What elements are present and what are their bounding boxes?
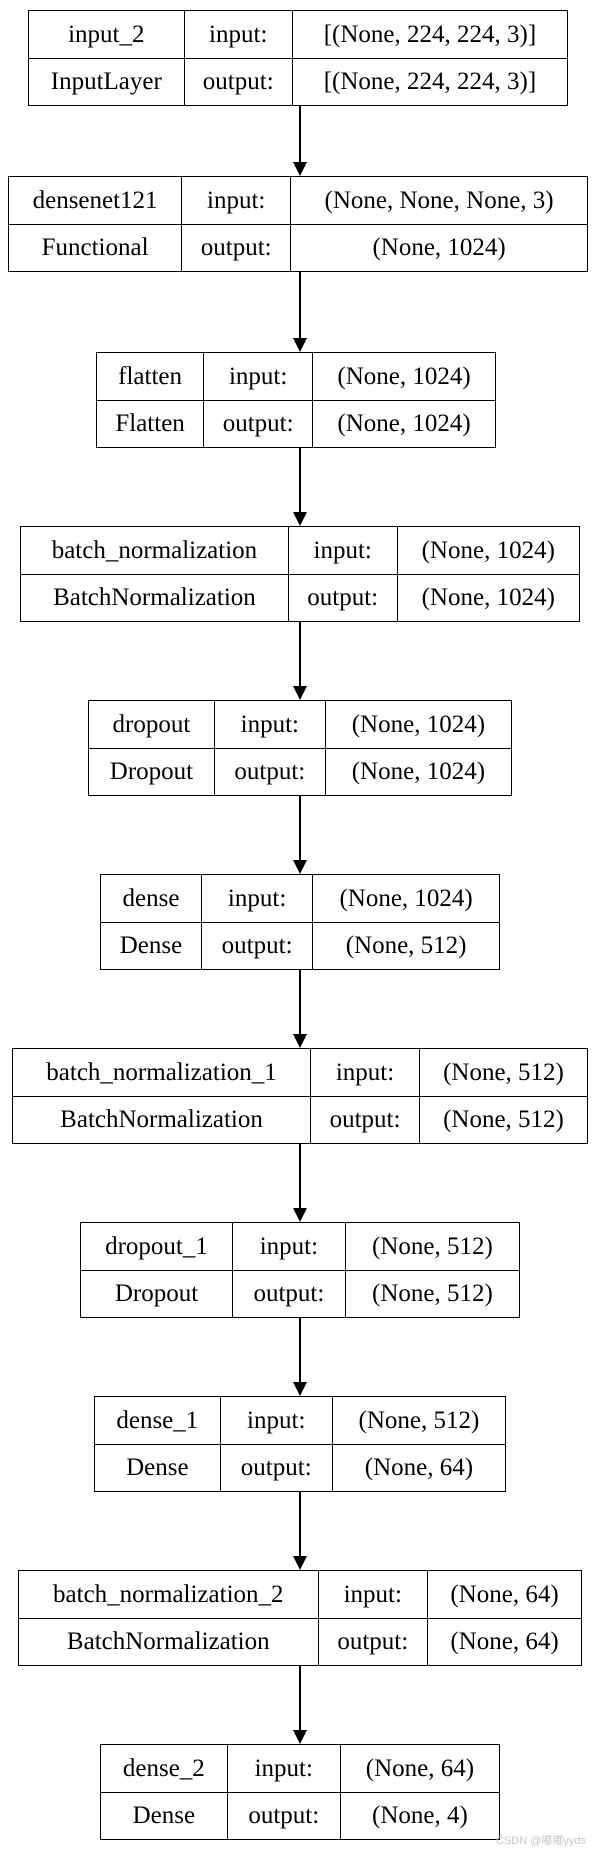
input-shape: (None, None, None, 3) <box>290 177 587 225</box>
output-label: output: <box>219 1443 333 1491</box>
output-shape: (None, 4) <box>339 1791 499 1839</box>
input-label: input: <box>183 11 293 59</box>
edge-arrowhead-2 <box>293 512 307 526</box>
output-shape: (None, 512) <box>312 921 499 969</box>
output-shape: (None, 64) <box>427 1617 581 1665</box>
output-label: output: <box>231 1269 346 1317</box>
input-shape: (None, 64) <box>339 1745 499 1793</box>
input-label: input: <box>310 1049 420 1097</box>
layer-type: BatchNormalization <box>21 573 289 621</box>
layer-type: Dense <box>101 1791 228 1839</box>
edge-arrowhead-9 <box>293 1730 307 1744</box>
layer-name: batch_normalization_1 <box>13 1049 312 1097</box>
layer-type: Dense <box>101 921 202 969</box>
input-label: input: <box>226 1745 341 1793</box>
edge-arrowhead-1 <box>293 338 307 352</box>
output-shape: (None, 512) <box>418 1095 587 1143</box>
input-shape: (None, 1024) <box>312 875 499 923</box>
layer-type: Dense <box>95 1443 221 1491</box>
edge-arrowhead-8 <box>293 1556 307 1570</box>
output-label: output: <box>200 921 314 969</box>
watermark: CSDN @嘟嘟yyds <box>496 1835 587 1847</box>
output-label: output: <box>181 223 292 271</box>
input-shape: (None, 512) <box>418 1049 587 1097</box>
layer-type: Flatten <box>97 399 205 447</box>
input-shape: (None, 512) <box>331 1397 505 1445</box>
edge-arrowhead-4 <box>293 860 307 874</box>
input-label: input: <box>181 177 292 225</box>
layer-type: InputLayer <box>29 57 185 105</box>
output-label: output: <box>287 573 398 621</box>
layer-name: input_2 <box>29 11 185 59</box>
layer-name: flatten <box>97 353 205 401</box>
layer-name: batch_normalization <box>21 527 289 575</box>
input-label: input: <box>203 353 314 401</box>
input-shape: (None, 1024) <box>396 527 579 575</box>
output-shape: (None, 512) <box>344 1269 519 1317</box>
layer-type: Dropout <box>89 747 215 795</box>
layer-name: dropout <box>89 701 215 749</box>
input-shape: (None, 1024) <box>312 353 495 401</box>
output-label: output: <box>226 1791 341 1839</box>
edge-arrowhead-7 <box>293 1382 307 1396</box>
edge-arrowhead-5 <box>293 1034 307 1048</box>
layer-name: batch_normalization_2 <box>19 1571 319 1619</box>
layer-type: Functional <box>9 223 183 271</box>
input-shape: (None, 1024) <box>324 701 511 749</box>
input-label: input: <box>200 875 314 923</box>
layer-name: dropout_1 <box>81 1223 233 1271</box>
output-shape: (None, 64) <box>331 1443 505 1491</box>
layer-name: dense <box>101 875 202 923</box>
layer-name: densenet121 <box>9 177 183 225</box>
output-label: output: <box>213 747 326 795</box>
layer-type: BatchNormalization <box>19 1617 319 1665</box>
input-label: input: <box>287 527 398 575</box>
output-label: output: <box>203 399 314 447</box>
layer-name: dense_1 <box>95 1397 221 1445</box>
layer-name: dense_2 <box>101 1745 228 1793</box>
input-shape: (None, 512) <box>344 1223 519 1271</box>
output-shape: (None, 1024) <box>396 573 579 621</box>
input-label: input: <box>231 1223 346 1271</box>
output-shape: (None, 1024) <box>312 399 495 447</box>
edge-arrowhead-3 <box>293 686 307 700</box>
output-shape: (None, 1024) <box>324 747 511 795</box>
edge-arrowhead-6 <box>293 1208 307 1222</box>
input-label: input: <box>219 1397 333 1445</box>
layer-type: Dropout <box>81 1269 233 1317</box>
input-shape: (None, 64) <box>427 1571 581 1619</box>
input-label: input: <box>213 701 326 749</box>
input-shape: [(None, 224, 224, 3)] <box>291 11 567 59</box>
output-label: output: <box>317 1617 429 1665</box>
output-label: output: <box>310 1095 420 1143</box>
output-label: output: <box>183 57 293 105</box>
output-shape: [(None, 224, 224, 3)] <box>291 57 567 105</box>
output-shape: (None, 1024) <box>290 223 587 271</box>
input-label: input: <box>317 1571 429 1619</box>
layer-type: BatchNormalization <box>13 1095 312 1143</box>
edge-arrowhead-0 <box>293 162 307 176</box>
